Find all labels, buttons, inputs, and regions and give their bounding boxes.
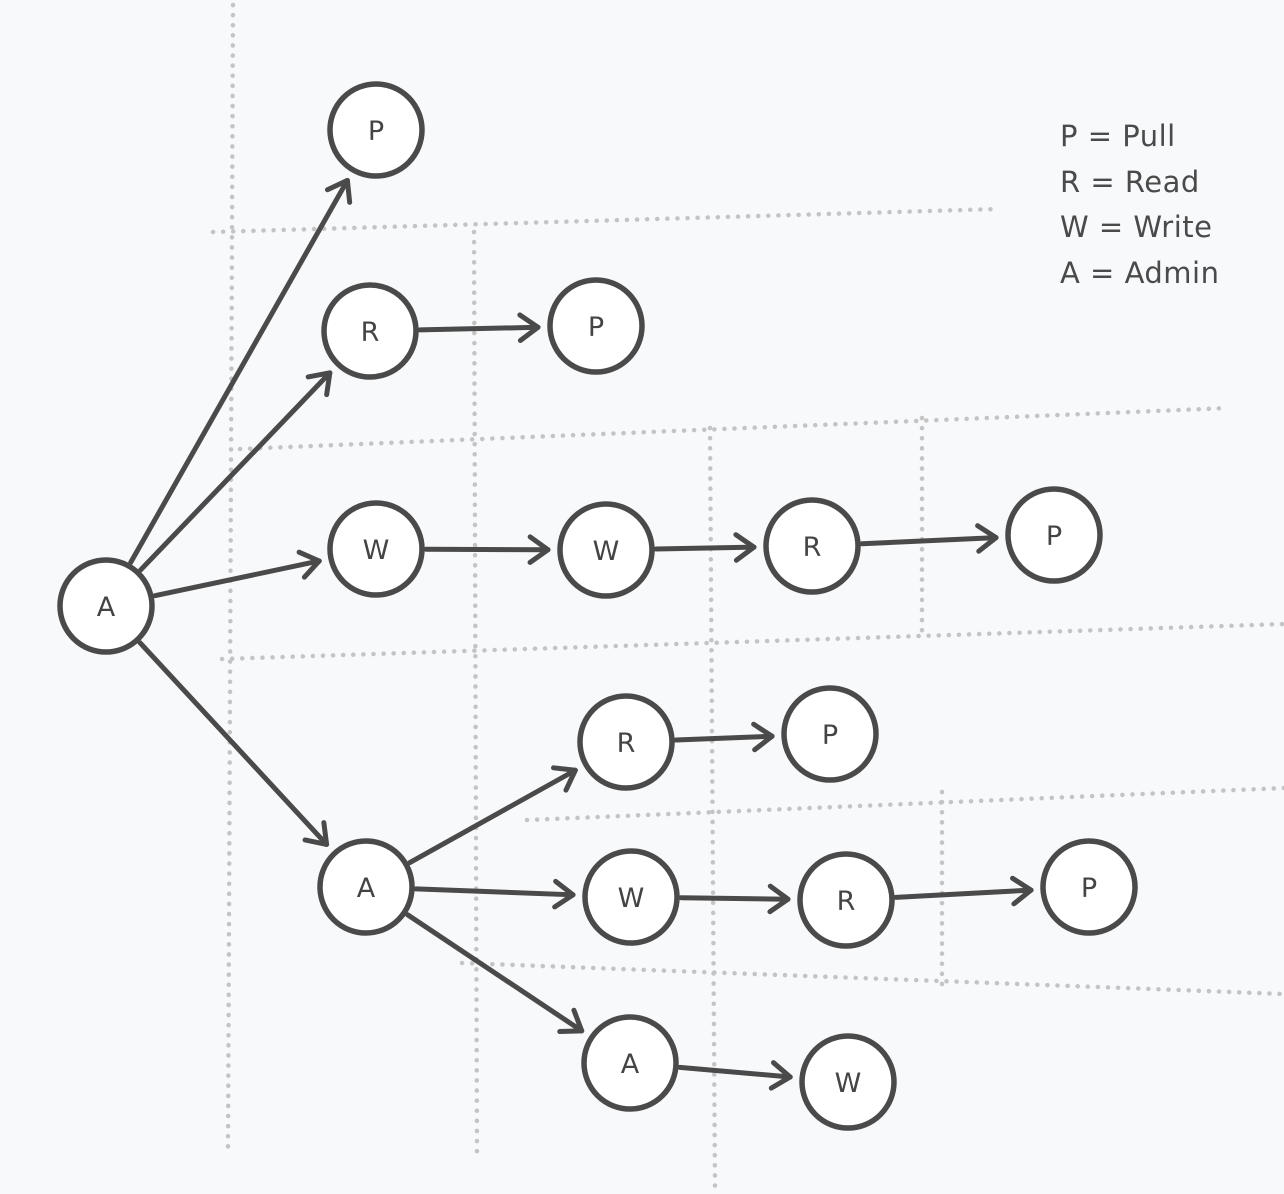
node-p-4: P (1040, 838, 1138, 936)
node-label: R (617, 728, 636, 759)
legend: P = Pull R = Read W = Write A = Admin (1060, 114, 1220, 296)
node-w-1: W (327, 500, 425, 598)
node-a-root: A (57, 557, 155, 655)
edge-w_1-to-w_2 (423, 534, 551, 565)
node-p-top: P (327, 81, 425, 179)
guide-line-8 (524, 785, 1284, 823)
node-label: A (357, 873, 376, 904)
arrowhead-icon (751, 721, 775, 753)
node-label: A (621, 1049, 640, 1080)
edge-a_root-to-r_1 (138, 370, 333, 573)
node-r-3: R (577, 693, 675, 791)
node-r-4: R (797, 851, 895, 949)
legend-item-read: R = Read (1060, 164, 1200, 199)
arrowhead-icon (557, 1007, 585, 1035)
node-r-2: R (763, 497, 861, 595)
node-a-3: A (581, 1014, 679, 1112)
guide-line-4 (237, 405, 1231, 452)
legend-item-pull: P = Pull (1060, 119, 1176, 153)
arrowhead-icon (527, 534, 551, 565)
arrowhead-icon (296, 549, 322, 580)
arrowhead-icon (552, 878, 576, 910)
edge-a_2-to-a_3 (405, 912, 585, 1035)
node-label: P (1046, 521, 1062, 552)
node-label: W (593, 536, 620, 567)
edge-a_2-to-w_3 (413, 878, 576, 910)
node-label: P (822, 720, 838, 751)
arrowhead-icon (302, 820, 330, 847)
arrowhead-icon (733, 532, 757, 563)
node-w-3: W (582, 848, 680, 946)
arrowhead-icon (767, 883, 791, 915)
node-label: P (1081, 873, 1097, 904)
arrowhead-icon (517, 312, 541, 343)
edge-a_2-to-r_3 (407, 765, 578, 866)
node-w-4: W (799, 1033, 897, 1131)
node-label: W (835, 1068, 862, 1099)
edge-r_4-to-p_4 (893, 875, 1034, 907)
node-label: R (803, 532, 822, 563)
arrowhead-icon (305, 370, 333, 398)
diagram-nodes: A P R P W W R P A R P W R P A W (57, 81, 1138, 1131)
node-label: P (588, 312, 604, 343)
arrowhead-icon (550, 765, 578, 793)
node-label: A (97, 592, 116, 623)
arrowhead-icon (975, 523, 999, 554)
edge-w_3-to-r_4 (678, 883, 791, 915)
node-a-2: A (317, 838, 415, 936)
arrowhead-icon (1010, 875, 1034, 907)
edge-r_1-to-p_1 (417, 312, 541, 343)
node-label: W (618, 883, 645, 914)
edge-arrows (128, 177, 1034, 1091)
node-label: P (368, 116, 384, 147)
guide-line-7 (219, 621, 1284, 662)
node-p-3: P (781, 685, 879, 783)
edge-r_2-to-p_2 (859, 523, 999, 554)
edge-a_root-to-w_1 (152, 549, 322, 599)
node-r-1: R (321, 282, 419, 380)
legend-item-admin: A = Admin (1060, 255, 1220, 290)
guide-line-10 (459, 960, 1284, 997)
arrowhead-icon (324, 177, 353, 205)
guide-line-5 (707, 425, 718, 1191)
arrowhead-icon (768, 1060, 793, 1091)
node-p-2: P (1005, 486, 1103, 584)
edge-a_3-to-w_4 (677, 1060, 793, 1091)
edge-r_3-to-p_3 (673, 721, 775, 753)
node-label: W (363, 535, 390, 566)
legend-item-write: W = Write (1060, 210, 1213, 244)
edge-w_2-to-r_2 (653, 532, 757, 563)
node-w-2: W (557, 501, 655, 599)
edge-a_root-to-a_2 (137, 640, 330, 847)
node-label: R (837, 886, 856, 917)
guide-line-3 (471, 229, 480, 1155)
edge-a_root-to-p_top (128, 177, 353, 566)
node-p-1: P (547, 277, 645, 375)
node-label: R (361, 317, 380, 348)
guide-line-2 (210, 206, 1000, 235)
